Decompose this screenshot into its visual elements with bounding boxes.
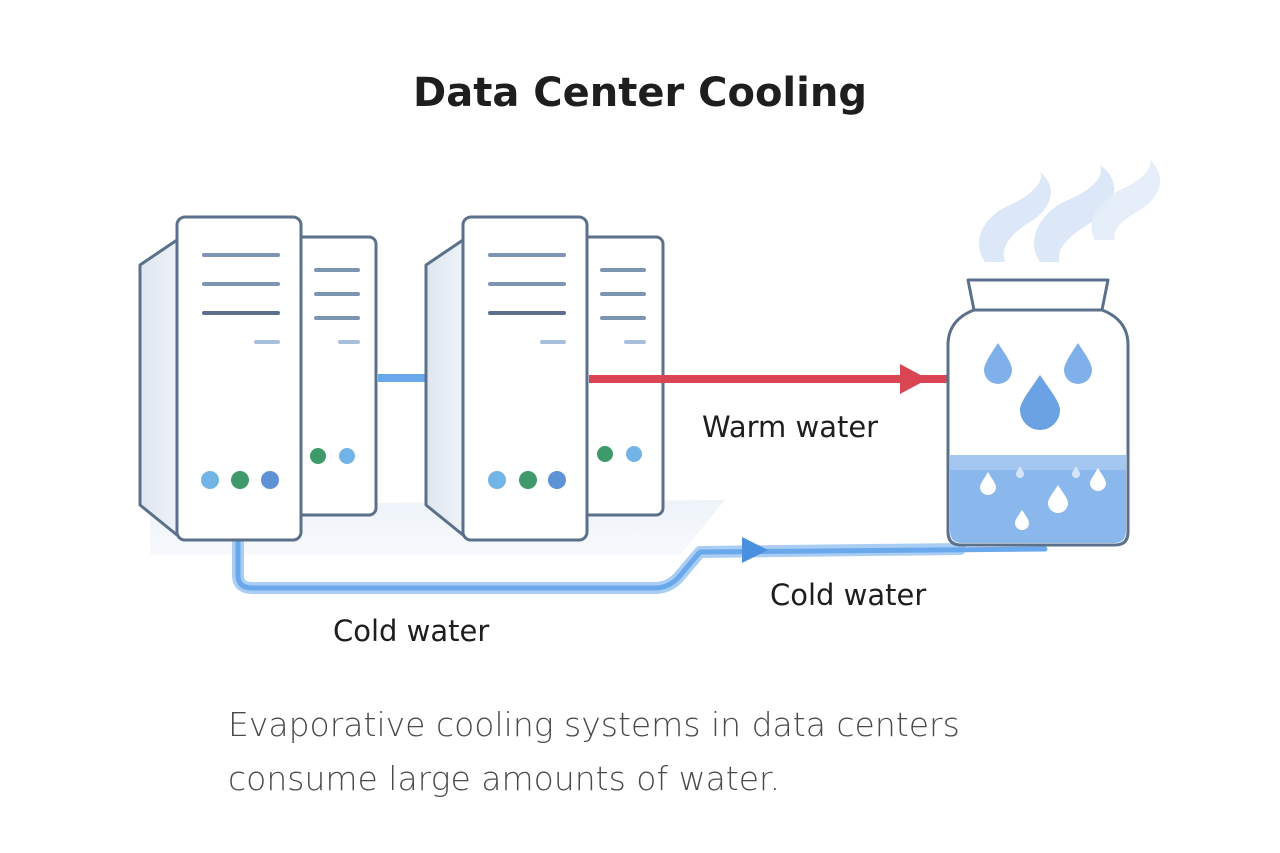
led-green: [597, 446, 613, 462]
warm-water-arrow: [900, 364, 928, 394]
led-light-blue: [201, 471, 219, 489]
caption-line-1: Evaporative cooling systems in data cent…: [228, 705, 960, 744]
caption-line-2: consume large amounts of water.: [228, 759, 781, 798]
led-light-blue: [488, 471, 506, 489]
water-drop-icon: [1048, 485, 1068, 513]
led-blue: [339, 448, 355, 464]
water-drop-icon: [1015, 510, 1029, 530]
water-drop-icon: [1090, 468, 1106, 491]
water-drop-icon: [1064, 343, 1092, 384]
water-drop-icon: [984, 343, 1012, 384]
cold-water-label-right: Cold water: [770, 578, 927, 612]
cold-water-pipe-core: [235, 537, 1048, 591]
led-blue: [261, 471, 279, 489]
water-drop-icon: [1020, 375, 1060, 430]
led-blue: [548, 471, 566, 489]
server-rack-1: [138, 215, 378, 542]
steam-icon: [979, 172, 1051, 262]
led-green: [231, 471, 249, 489]
cold-water-label-left: Cold water: [333, 614, 490, 648]
water-drop-icon: [980, 472, 996, 495]
cold-water-arrow: [742, 537, 768, 563]
led-green: [310, 448, 326, 464]
cooling-tank: [946, 160, 1161, 547]
steam-icon: [1034, 165, 1115, 262]
diagram-title: Data Center Cooling: [413, 70, 867, 116]
led-blue: [626, 446, 642, 462]
caption: Evaporative cooling systems in data cent…: [228, 698, 960, 806]
led-green: [519, 471, 537, 489]
warm-water-label: Warm water: [702, 410, 879, 444]
